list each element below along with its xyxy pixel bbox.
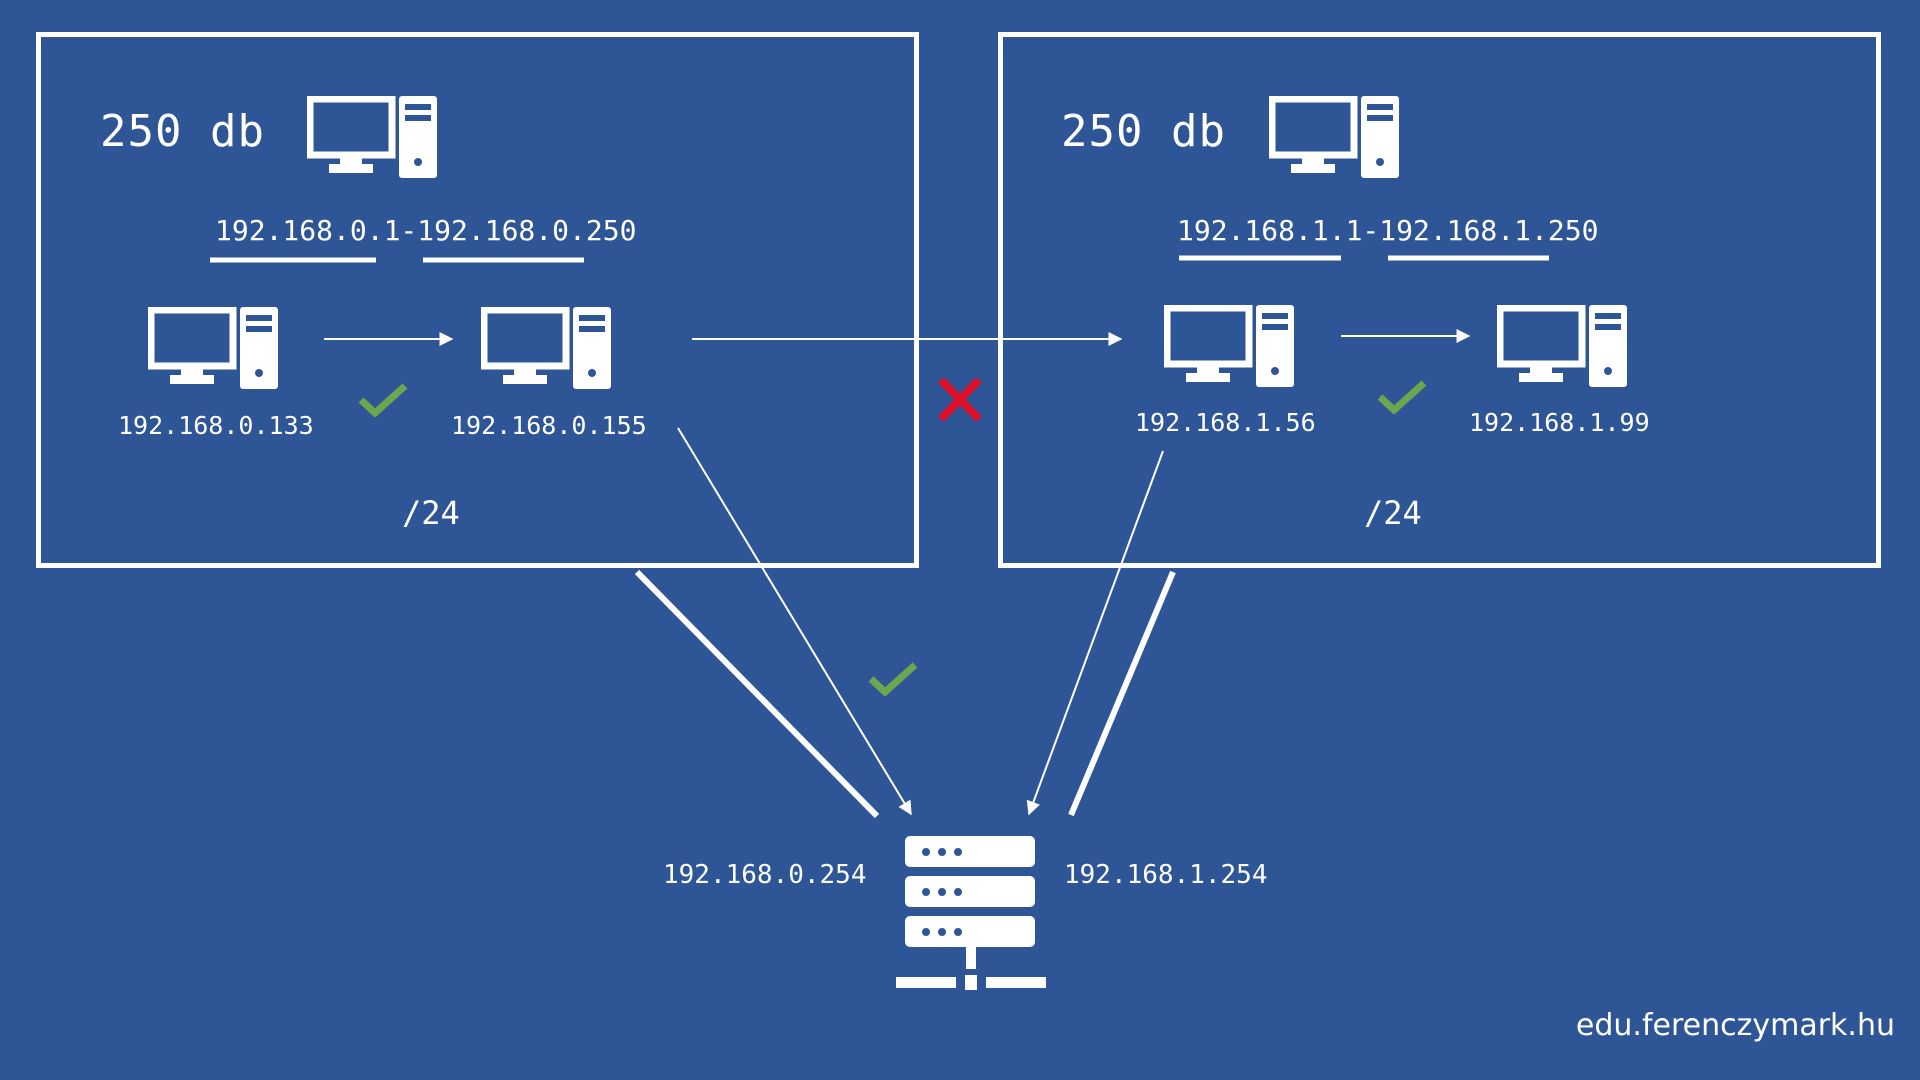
desktop-computer-icon	[481, 307, 611, 389]
desktop-computer-icon	[307, 96, 437, 178]
left-prefix: /24	[402, 494, 460, 532]
desktop-computer-icon	[1164, 305, 1294, 387]
left-host-a-ip: 192.168.0.133	[118, 411, 314, 440]
left-network-box	[36, 32, 919, 568]
right-host-a-ip: 192.168.1.56	[1135, 408, 1316, 437]
x-cross-icon	[938, 377, 982, 422]
right-network-box	[998, 32, 1881, 568]
left-host-count: 250 db	[100, 106, 265, 157]
desktop-computer-icon	[148, 307, 278, 389]
router-right-ip: 192.168.1.254	[1064, 860, 1268, 890]
left-host-b-ip: 192.168.0.155	[451, 411, 647, 440]
router-left-ip: 192.168.0.254	[663, 860, 867, 890]
left-ip-range: 192.168.0.1-192.168.0.250	[215, 214, 637, 247]
checkmark-icon	[358, 383, 408, 417]
brand-watermark: edu.ferenczymark.hu	[1575, 1008, 1895, 1043]
right-host-count: 250 db	[1061, 106, 1226, 157]
right-ip-range: 192.168.1.1-192.168.1.250	[1177, 214, 1599, 247]
checkmark-icon	[1377, 380, 1427, 414]
server-rack-icon	[896, 836, 1046, 990]
right-host-b-ip: 192.168.1.99	[1469, 408, 1650, 437]
desktop-computer-icon	[1269, 96, 1399, 178]
left-router-link	[634, 569, 880, 819]
right-prefix: /24	[1364, 494, 1422, 532]
right-router-link	[1068, 570, 1176, 817]
desktop-computer-icon	[1497, 305, 1627, 387]
checkmark-icon	[868, 662, 918, 696]
